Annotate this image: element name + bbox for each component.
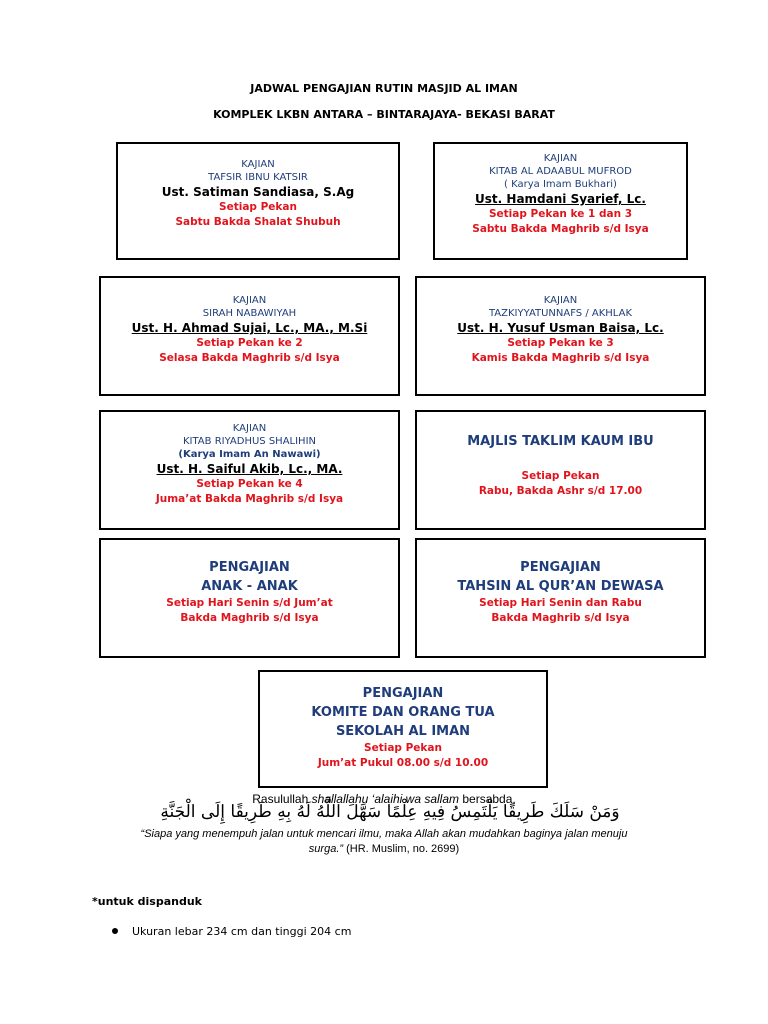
box-topic: TAFSIR IBNU KATSIR: [208, 172, 308, 183]
box-time: Bakda Maghrib s/d Isya: [180, 612, 319, 624]
box-label: PENGAJIAN: [520, 560, 601, 575]
box-label: KAJIAN: [543, 153, 578, 164]
box-topic-2: SEKOLAH AL IMAN: [335, 724, 471, 739]
note-heading: *untuk dispanduk: [92, 895, 202, 908]
box-teacher: Ust. H. Saiful Akib, Lc., MA.: [156, 462, 343, 476]
box-frequency: Setiap Pekan: [219, 201, 297, 213]
schedule-box-tazkiyyatunnafs: KAJIAN TAZKIYYATUNNAFS / AKHLAK Ust. H. …: [415, 276, 706, 396]
box-time: Jum’at Pukul 08.00 s/d 10.00: [317, 757, 489, 769]
box-label: KAJIAN: [241, 159, 275, 170]
hadith-intro: Rasulullah shallallahu ‘alaihi wa sallam…: [0, 792, 768, 806]
box-time: Sabtu Bakda Maghrib s/d Isya: [472, 223, 649, 235]
box-title: MAJLIS TAKLIM KAUM IBU: [467, 434, 654, 449]
hadith-arabic: وَمَنْ سَلَكَ طَرِيقًا يَلْتَمِسُ فِيهِ …: [160, 802, 620, 822]
box-time: Bakda Maghrib s/d Isya: [491, 612, 630, 624]
box-frequency: Setiap Pekan ke 1 dan 3: [488, 208, 633, 220]
box-teacher: Ust. Satiman Sandiasa, S.Ag: [161, 185, 355, 199]
box-label: KAJIAN: [232, 295, 267, 306]
box-frequency: Setiap Hari Senin s/d Jum’at: [166, 597, 333, 609]
hadith-translation: “Siapa yang menempuh jalan untuk mencari…: [0, 827, 768, 857]
box-frequency: Setiap Pekan: [364, 742, 442, 754]
bullet-icon: [112, 928, 118, 934]
box-frequency: Setiap Hari Senin dan Rabu: [479, 597, 642, 609]
box-time: Rabu, Bakda Ashr s/d 17.00: [478, 485, 643, 497]
schedule-box-sirah: KAJIAN SIRAH NABAWIYAH Ust. H. Ahmad Suj…: [99, 276, 400, 396]
hadith-translation-line2: surga.”: [308, 843, 344, 855]
box-time: Selasa Bakda Maghrib s/d Isya: [159, 352, 340, 364]
box-label: KAJIAN: [543, 295, 578, 306]
note-bullet-text: Ukuran lebar 234 cm dan tinggi 204 cm: [132, 925, 352, 938]
box-topic: ANAK - ANAK: [201, 579, 298, 594]
box-teacher: Ust. H. Yusuf Usman Baisa, Lc.: [457, 321, 664, 335]
box-label: KAJIAN: [232, 423, 267, 434]
box-topic: KOMITE DAN ORANG TUA: [311, 705, 495, 720]
schedule-box-tahsin: PENGAJIAN TAHSIN AL QUR’AN DEWASA Setiap…: [415, 538, 706, 658]
schedule-box-tafsir: KAJIAN TAFSIR IBNU KATSIR Ust. Satiman S…: [116, 142, 400, 260]
schedule-box-adaabul-mufrod: KAJIAN KITAB AL ADAABUL MUFROD ( Karya I…: [433, 142, 688, 260]
page-title: JADWAL PENGAJIAN RUTIN MASJID AL IMAN: [250, 82, 518, 95]
box-topic: TAHSIN AL QUR’AN DEWASA: [457, 579, 664, 594]
schedule-box-anak-anak: PENGAJIAN ANAK - ANAK Setiap Hari Senin …: [99, 538, 400, 658]
hadith-source: (HR. Muslim, no. 2699): [343, 843, 460, 855]
schedule-box-komite: PENGAJIAN KOMITE DAN ORANG TUA SEKOLAH A…: [258, 670, 548, 788]
box-topic: SIRAH NABAWIYAH: [202, 308, 297, 319]
schedule-box-riyadhus-shalihin: KAJIAN KITAB RIYADHUS SHALIHIN (Karya Im…: [99, 410, 400, 530]
box-topic: KITAB RIYADHUS SHALIHIN: [182, 436, 317, 447]
box-topic: TAZKIYYATUNNAFS / AKHLAK: [488, 308, 633, 319]
hadith-intro-italic: shallallahu ‘alaihi wa sallam: [311, 792, 460, 806]
box-topic: KITAB AL ADAABUL MUFROD: [489, 166, 632, 177]
hadith-intro-post: bersabda,: [459, 792, 516, 806]
box-frequency: Setiap Pekan: [521, 470, 600, 482]
spacer: [417, 451, 704, 469]
box-time: Juma’at Bakda Maghrib s/d Isya: [155, 493, 344, 505]
page-subtitle: KOMPLEK LKBN ANTARA – BINTARAJAYA- BEKAS…: [213, 108, 555, 121]
box-author: (Karya Imam An Nawawi): [178, 449, 321, 460]
box-author: ( Karya Imam Bukhari): [504, 179, 617, 190]
box-label: PENGAJIAN: [362, 686, 444, 701]
hadith-translation-line1: “Siapa yang menempuh jalan untuk mencari…: [140, 828, 628, 840]
note-bullet-item: Ukuran lebar 234 cm dan tinggi 204 cm: [112, 925, 351, 938]
box-teacher: Ust. H. Ahmad Sujai, Lc., MA., M.Si: [131, 321, 368, 335]
box-time: Kamis Bakda Maghrib s/d Isya: [471, 352, 650, 364]
box-frequency: Setiap Pekan ke 4: [196, 478, 303, 490]
box-frequency: Setiap Pekan ke 3: [507, 337, 614, 349]
schedule-box-majlis-taklim: MAJLIS TAKLIM KAUM IBU Setiap Pekan Rabu…: [415, 410, 706, 530]
box-frequency: Setiap Pekan ke 2: [196, 337, 303, 349]
hadith-intro-pre: Rasulullah: [252, 792, 312, 806]
box-time: Sabtu Bakda Shalat Shubuh: [175, 216, 341, 228]
box-label: PENGAJIAN: [209, 560, 290, 575]
box-teacher: Ust. Hamdani Syarief, Lc.: [475, 192, 646, 206]
